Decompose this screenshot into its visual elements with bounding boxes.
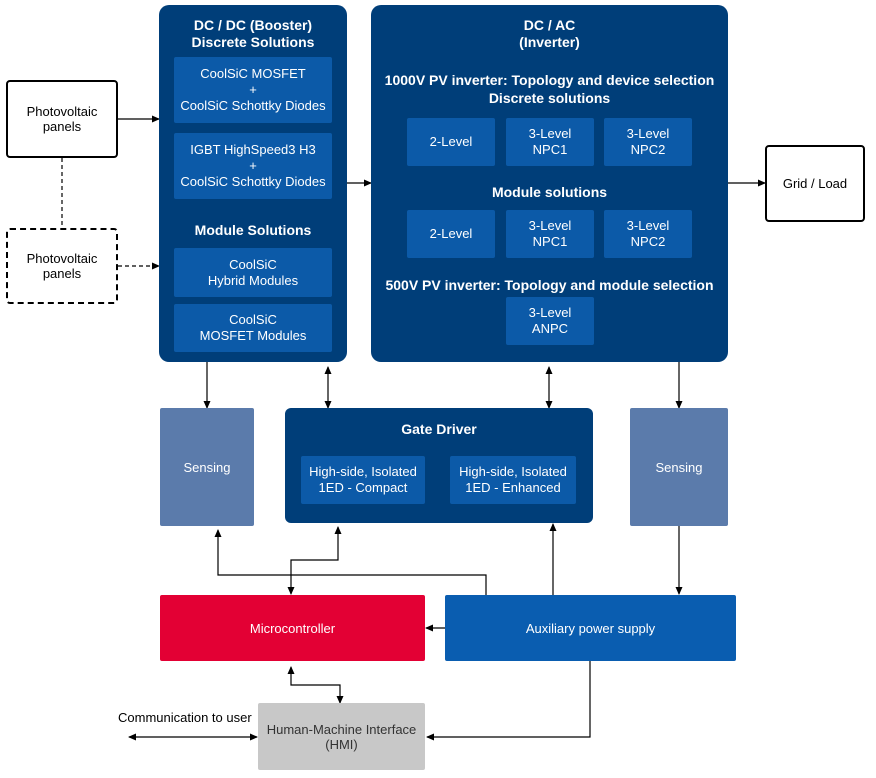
gate-driver-enhanced: High-side, Isolated 1ED - Enhanced bbox=[450, 456, 576, 504]
dcdc-module-block-1: CoolSiC Hybrid Modules bbox=[174, 248, 332, 297]
dcdc-title-line1: DC / DC (Booster) bbox=[193, 17, 313, 33]
dcac-title-line2: (Inverter) bbox=[519, 34, 580, 50]
microcontroller-block: Microcontroller bbox=[160, 595, 425, 661]
dcac-discrete-1-line1: 2-Level bbox=[429, 134, 473, 149]
gate-driver-enhanced-line1: High-side, Isolated bbox=[459, 464, 567, 479]
dcac-anpc-line1: 3-Level bbox=[528, 305, 572, 320]
dcdc-title-line2: Discrete Solutions bbox=[191, 34, 315, 50]
gate-driver-enhanced-line2: 1ED - Enhanced bbox=[465, 480, 561, 495]
dcac-module-npc1: 3-Level NPC1 bbox=[506, 210, 594, 258]
dcdc-module-1-line2: Hybrid Modules bbox=[207, 272, 299, 288]
pv-panels-box: Photovoltaic panels bbox=[6, 80, 118, 158]
gate-driver-compact-line2: 1ED - Compact bbox=[318, 480, 408, 495]
aux-power-supply-label: Auxiliary power supply bbox=[525, 620, 656, 636]
dcac-discrete-title: Discrete solutions bbox=[488, 90, 611, 106]
arrow-aux-hmi bbox=[426, 661, 591, 741]
hmi-line1: Human-Machine Interface bbox=[266, 721, 417, 737]
dcdc-title: DC / DC (Booster) Discrete Solutions bbox=[159, 17, 347, 51]
dcac-discrete-npc2: 3-Level NPC2 bbox=[604, 118, 692, 166]
sensing-right-label: Sensing bbox=[655, 459, 703, 475]
pv-panels-line2: panels bbox=[42, 119, 82, 134]
pv-panels-optional-line1: Photovoltaic bbox=[26, 251, 98, 266]
dcdc-discrete-1-line3: CoolSiC Schottky Diodes bbox=[180, 98, 326, 113]
dcdc-module-2-line1: CoolSiC bbox=[229, 312, 277, 327]
dcac-discrete-2-line1: 3-Level bbox=[528, 126, 572, 141]
dcac-1000v-heading: 1000V PV inverter: Topology and device s… bbox=[384, 72, 715, 88]
arrow-micro-gate bbox=[287, 526, 342, 595]
dcac-anpc: 3-Level ANPC bbox=[506, 297, 594, 345]
dcac-discrete-2-line2: NPC1 bbox=[532, 142, 568, 157]
grid-load-label: Grid / Load bbox=[782, 176, 848, 191]
pv-panels-optional-line2: panels bbox=[42, 266, 82, 281]
dcdc-module-1-line1: CoolSiC bbox=[229, 256, 277, 272]
gate-driver-compact-line1: High-side, Isolated bbox=[309, 464, 417, 479]
dcac-discrete-npc1: 3-Level NPC1 bbox=[506, 118, 594, 166]
dcac-module-1-line1: 2-Level bbox=[429, 226, 473, 241]
dcac-500v-heading: 500V PV inverter: Topology and module se… bbox=[385, 277, 714, 293]
dcac-module-title: Module solutions bbox=[491, 184, 608, 200]
hmi-block: Human-Machine Interface (HMI) bbox=[258, 703, 425, 770]
dcac-inverter-panel: DC / AC (Inverter) 1000V PV inverter: To… bbox=[371, 5, 728, 362]
pv-panels-line1: Photovoltaic bbox=[26, 104, 98, 119]
dcac-module-2level: 2-Level bbox=[407, 210, 495, 258]
dcdc-discrete-1-line2: + bbox=[249, 82, 257, 97]
dcac-module-2-line1: 3-Level bbox=[528, 218, 572, 233]
hmi-line2: (HMI) bbox=[325, 736, 358, 752]
dcdc-discrete-block-1: CoolSiC MOSFET + CoolSiC Schottky Diodes bbox=[174, 57, 332, 123]
dcdc-module-2-line2: MOSFET Modules bbox=[199, 328, 307, 343]
gate-driver-compact: High-side, Isolated 1ED - Compact bbox=[301, 456, 425, 504]
dcac-title: DC / AC (Inverter) bbox=[371, 17, 728, 51]
dcac-module-3-line2: NPC2 bbox=[630, 234, 666, 249]
dcdc-discrete-2-line2: + bbox=[249, 158, 257, 173]
dcac-module-npc2: 3-Level NPC2 bbox=[604, 210, 692, 258]
communication-label: Communication to user bbox=[118, 710, 252, 725]
dcac-discrete-2level: 2-Level bbox=[407, 118, 495, 166]
sensing-left-label: Sensing bbox=[183, 459, 231, 475]
dcac-anpc-line2: ANPC bbox=[531, 321, 569, 336]
gate-driver-title: Gate Driver bbox=[401, 421, 477, 437]
dcac-module-2-line2: NPC1 bbox=[532, 234, 568, 249]
arrow-aux-sensing-left bbox=[214, 529, 487, 595]
dcdc-discrete-1-line1: CoolSiC MOSFET bbox=[200, 66, 306, 81]
pv-panels-optional-box: Photovoltaic panels bbox=[6, 228, 118, 304]
dcac-discrete-3-line1: 3-Level bbox=[626, 126, 670, 141]
grid-load-box: Grid / Load bbox=[765, 145, 865, 222]
arrow-micro-hmi bbox=[287, 666, 344, 704]
dcac-module-3-line1: 3-Level bbox=[626, 218, 670, 233]
microcontroller-label: Microcontroller bbox=[249, 620, 336, 636]
dcdc-module-block-2: CoolSiC MOSFET Modules bbox=[174, 304, 332, 352]
dcdc-discrete-block-2: IGBT HighSpeed3 H3 + CoolSiC Schottky Di… bbox=[174, 133, 332, 199]
dcdc-module-title: Module Solutions bbox=[194, 222, 312, 238]
dcdc-discrete-2-line1: IGBT HighSpeed3 H3 bbox=[190, 142, 316, 157]
dcac-title-line1: DC / AC bbox=[523, 17, 576, 33]
gate-driver-panel: Gate Driver High-side, Isolated 1ED - Co… bbox=[285, 408, 593, 523]
dcdc-discrete-2-line3: CoolSiC Schottky Diodes bbox=[180, 174, 326, 189]
sensing-left: Sensing bbox=[160, 408, 254, 526]
sensing-right: Sensing bbox=[630, 408, 728, 526]
aux-power-supply-block: Auxiliary power supply bbox=[445, 595, 736, 661]
dcac-discrete-3-line2: NPC2 bbox=[630, 142, 666, 157]
